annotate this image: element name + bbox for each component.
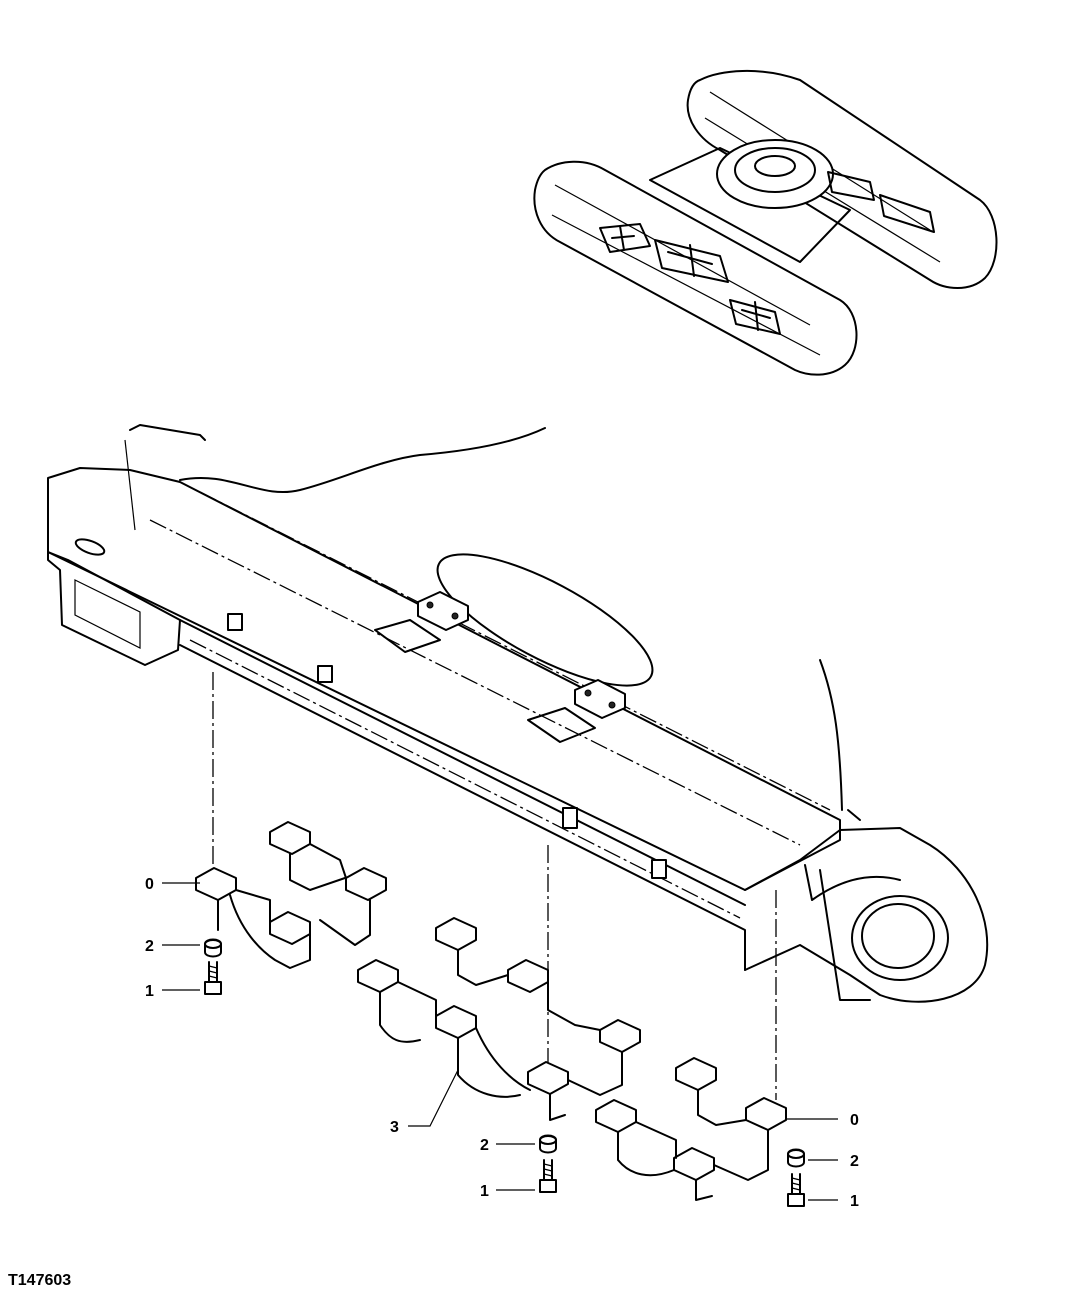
- track-frame: [48, 425, 987, 1002]
- callout-1-center: 1: [480, 1183, 489, 1200]
- bolt-a: [205, 962, 221, 994]
- spacer-bushing-c: [788, 1150, 804, 1167]
- leader-lines: [162, 883, 838, 1200]
- bolt-b: [540, 1160, 556, 1192]
- callout-labels: 0 2 1 3 2 1 0 2 1: [145, 876, 859, 1210]
- undercarriage-overview-inset: [534, 71, 996, 375]
- roller-guard-right: [596, 1058, 786, 1200]
- figure-id: T147603: [8, 1272, 72, 1289]
- roller-guard-center: [358, 918, 640, 1120]
- inset-far-roller-guards: [828, 172, 934, 232]
- inset-roller-guards: [600, 224, 780, 334]
- callout-2-left: 2: [145, 938, 154, 955]
- callout-2-right: 2: [850, 1153, 859, 1170]
- callout-1-right: 1: [850, 1193, 859, 1210]
- callout-0-left: 0: [145, 876, 154, 893]
- alignment-lines: [213, 672, 776, 1100]
- bolt-c: [788, 1174, 804, 1206]
- callout-3: 3: [390, 1119, 399, 1136]
- callout-2-center: 2: [480, 1137, 489, 1154]
- callout-0-right: 0: [850, 1112, 859, 1129]
- callout-1-left: 1: [145, 983, 154, 1000]
- spacer-bushing-a: [205, 940, 221, 957]
- roller-guard-left: [196, 822, 386, 968]
- spacer-bushing-b: [540, 1136, 556, 1153]
